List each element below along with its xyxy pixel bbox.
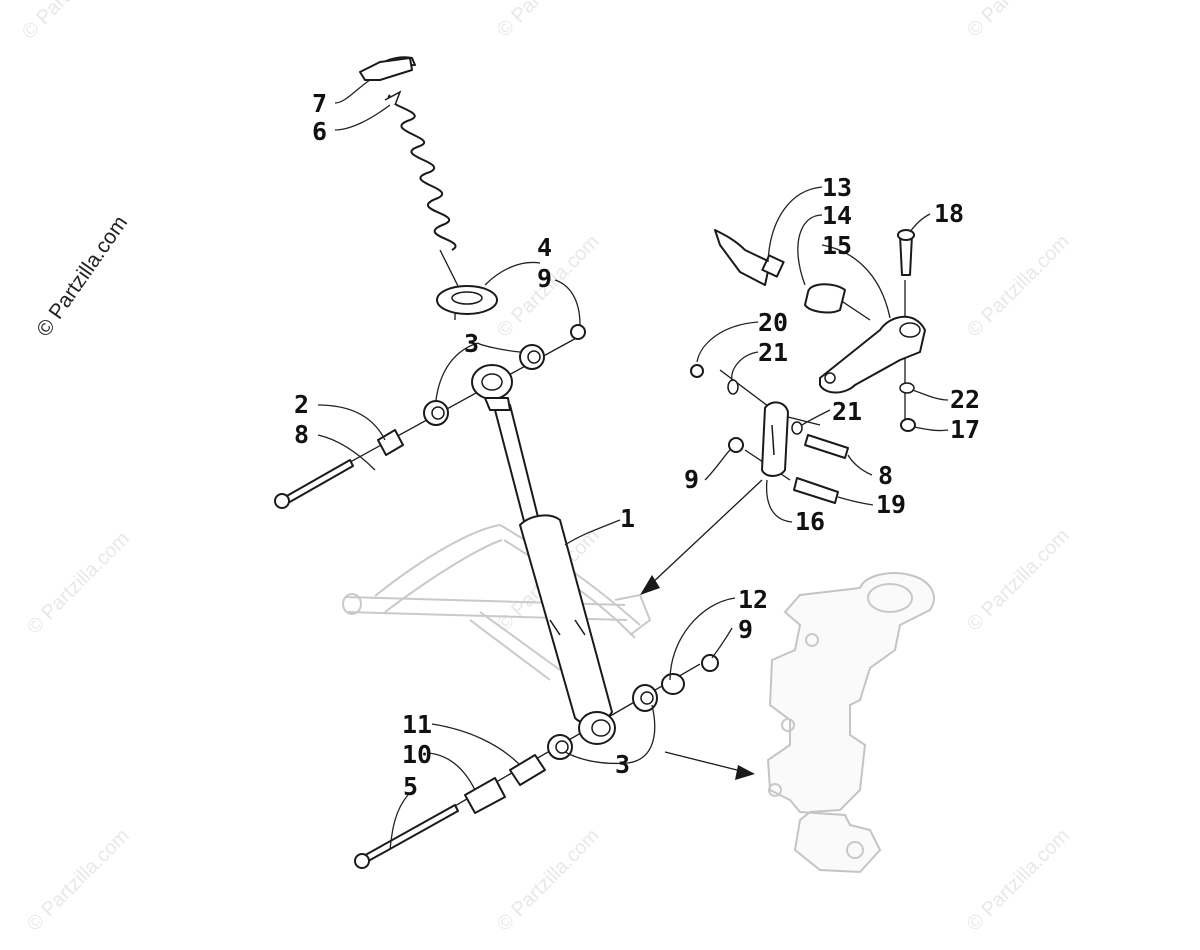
watermark-text: © Partzilla.com <box>23 825 134 936</box>
lower-mount-hardware <box>354 654 719 869</box>
watermark-text: © Partzilla.com <box>963 525 1074 636</box>
direction-arrows <box>640 479 763 780</box>
a-arm-outline <box>342 524 652 681</box>
callout-15: 15 <box>822 231 852 260</box>
callout-11: 11 <box>402 710 432 739</box>
callout-14: 14 <box>822 201 852 230</box>
spring-seat <box>436 285 498 315</box>
callout-9: 9 <box>738 615 753 644</box>
watermark-text: © Partzilla.com <box>963 825 1074 936</box>
callout-17: 17 <box>950 415 980 444</box>
callout-4: 4 <box>537 233 552 262</box>
callout-21: 21 <box>832 397 862 426</box>
callout-20: 20 <box>758 308 788 337</box>
arrow-head-icon <box>640 575 660 595</box>
callout-12: 12 <box>738 585 768 614</box>
callout-6: 6 <box>312 117 327 146</box>
shock-absorber <box>471 364 616 745</box>
callout-leaders <box>317 79 949 851</box>
steering-knuckle-outline <box>766 572 935 874</box>
callout-10: 10 <box>402 740 432 769</box>
watermark-layer: © Partzilla.com © Partzilla.com © Partzi… <box>18 0 1074 936</box>
callout-18: 18 <box>934 199 964 228</box>
callout-8: 8 <box>294 420 309 449</box>
callout-19: 19 <box>876 490 906 519</box>
callout-9: 9 <box>537 264 552 293</box>
callout-22: 22 <box>950 385 980 414</box>
callout-7: 7 <box>312 89 327 118</box>
watermark-text: © Partzilla.com <box>963 0 1074 42</box>
callout-13: 13 <box>822 173 852 202</box>
upper-mount-hardware <box>274 324 586 509</box>
side-watermark-text: © Partzilla.com <box>32 212 132 341</box>
callout-1: 1 <box>620 504 635 533</box>
arrow-head-icon <box>735 765 755 780</box>
callout-3: 3 <box>615 750 630 779</box>
coil-spring <box>359 56 466 301</box>
watermark-text: © Partzilla.com <box>18 0 129 44</box>
callout-labels: 7 6 4 9 3 2 8 1 12 9 3 11 10 5 13 14 15 … <box>294 89 980 801</box>
callout-8: 8 <box>878 461 893 490</box>
watermark-text: © Partzilla.com <box>493 825 604 936</box>
callout-5: 5 <box>403 772 418 801</box>
sway-bar-hardware <box>690 229 926 504</box>
callout-16: 16 <box>795 507 825 536</box>
watermark-text: © Partzilla.com <box>493 0 604 42</box>
callout-9: 9 <box>684 465 699 494</box>
callout-21: 21 <box>758 338 788 367</box>
watermark-text: © Partzilla.com <box>23 528 134 639</box>
callout-3: 3 <box>464 329 479 358</box>
watermark-text: © Partzilla.com <box>963 231 1074 342</box>
callout-2: 2 <box>294 390 309 419</box>
